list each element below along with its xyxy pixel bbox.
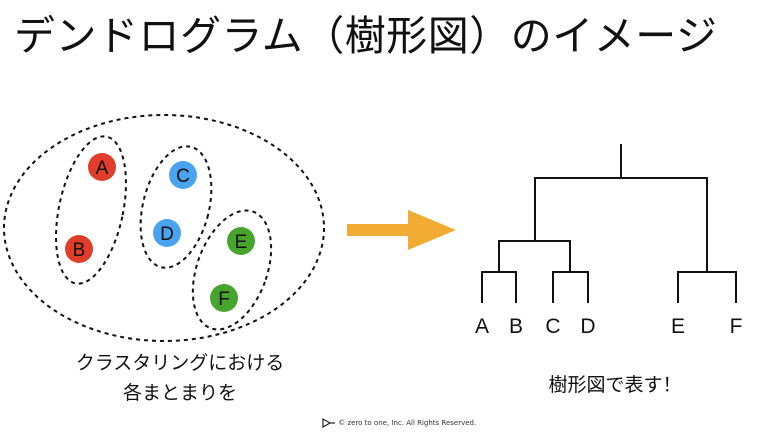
leaf-label-e: E [671, 315, 685, 338]
copyright-symbol: © [338, 419, 346, 427]
cluster-ab-outline [55, 135, 127, 285]
point-d: D [153, 219, 181, 247]
point-a: A [88, 153, 116, 181]
cluster-ef-outline [191, 209, 273, 331]
leaf-label-f: F [730, 315, 743, 338]
page-title: デンドログラム（樹形図）のイメージ [14, 12, 718, 60]
leaf-label-b: B [509, 315, 523, 338]
cluster-caption-line-2: 各まとまりを [122, 382, 237, 404]
point-e: E [227, 227, 255, 255]
footer: © zero to one, Inc. All Rights Reserved. [322, 417, 476, 429]
copyright-text: zero to one, Inc. All Rights Reserved. [347, 419, 477, 427]
cluster-caption: クラスタリングにおける 各まとまりを [30, 348, 330, 408]
point-b: B [65, 235, 93, 263]
svg-text:B: B [73, 240, 86, 261]
leaf-label-d: D [580, 315, 595, 338]
company-logo-icon [322, 418, 335, 428]
svg-text:D: D [160, 224, 174, 245]
dendrogram-caption: 樹形図で表す！ [548, 374, 682, 396]
dendrogram [481, 144, 737, 303]
svg-text:C: C [176, 166, 190, 187]
svg-text:A: A [96, 158, 109, 179]
svg-text:F: F [218, 289, 230, 310]
cluster-cd-outline [139, 145, 213, 269]
right-arrow-icon [347, 210, 456, 250]
svg-text:E: E [235, 232, 248, 253]
outer-cluster-outline [3, 114, 325, 342]
leaf-label-a: A [475, 315, 489, 338]
point-f: F [210, 284, 238, 312]
cluster-caption-line-1: クラスタリングにおける [75, 352, 285, 374]
leaf-label-c: C [545, 315, 560, 338]
point-c: C [169, 161, 197, 189]
